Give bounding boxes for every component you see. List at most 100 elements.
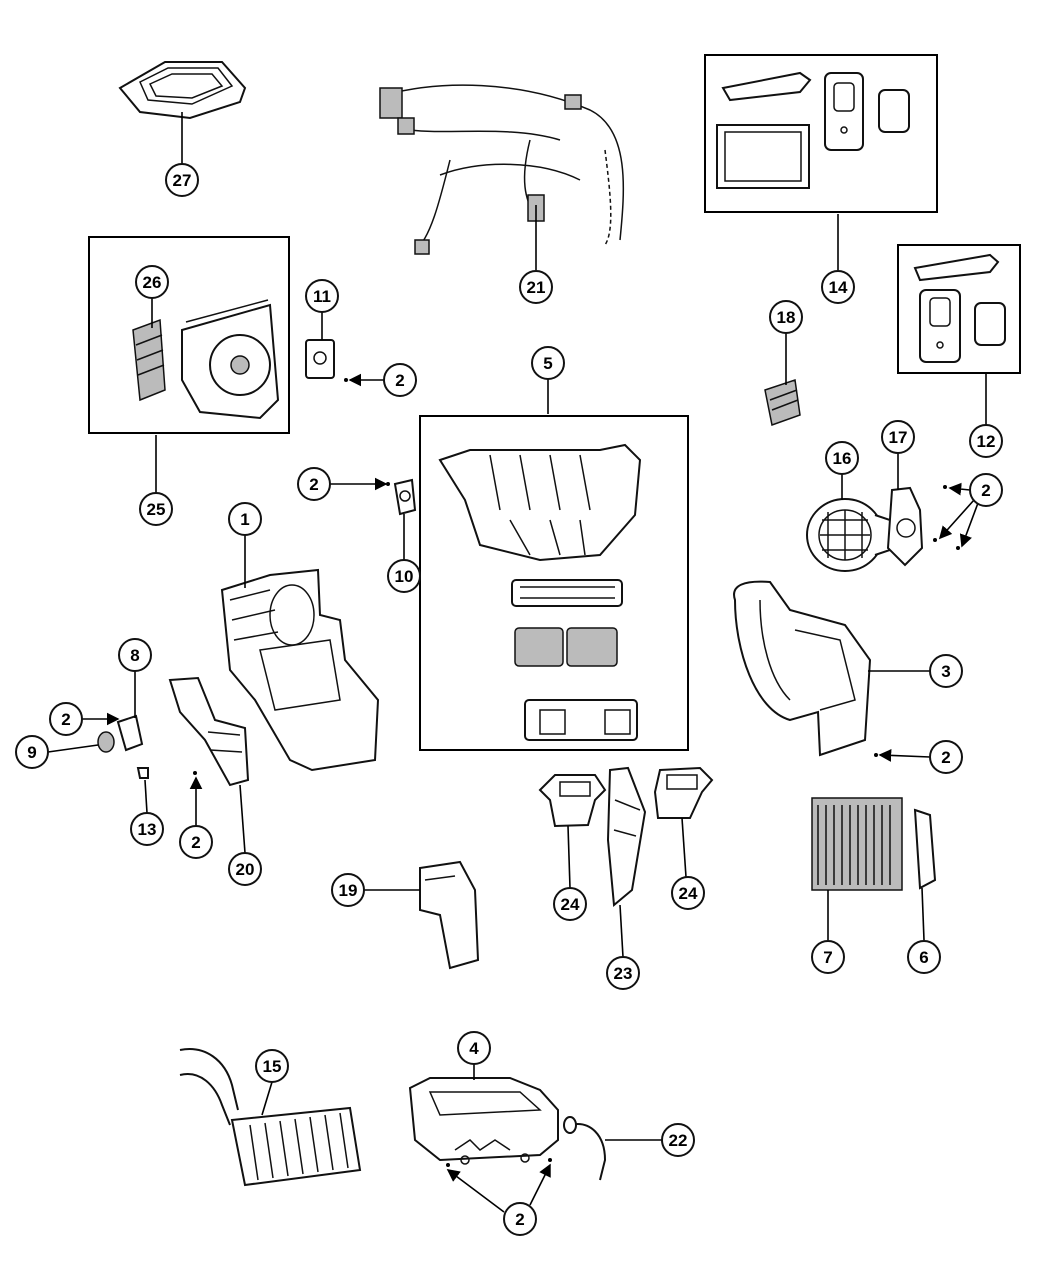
callout-label: 16 [833,449,852,468]
callout-6: 6 [907,940,941,974]
callout-2-b: 2 [297,467,331,501]
callout-label: 25 [147,500,166,519]
callout-label: 4 [469,1039,479,1058]
duct-part-19 [419,860,480,970]
kit-box-5 [419,415,689,751]
screw-markers [193,378,960,1167]
motor-bracket-part-17 [886,486,924,567]
hvac-case-components-5 [438,443,642,741]
callout-label: 2 [981,481,990,500]
callout-label: 17 [889,428,908,447]
callout-1: 1 [228,502,262,536]
seal-gasket-part [118,61,247,120]
callout-12: 12 [969,424,1003,458]
callout-label: 24 [679,884,698,903]
duct-part-20 [168,676,250,787]
vent-duct-part-23 [606,766,647,907]
callout-5: 5 [531,346,565,380]
gear-part-9 [97,731,115,753]
callout-24-right: 24 [671,876,705,910]
callout-7: 7 [811,940,845,974]
callout-label: 24 [561,895,580,914]
callout-18: 18 [769,300,803,334]
callout-27: 27 [165,163,199,197]
callout-25: 25 [139,492,173,526]
mode-door-actuator-part-11 [305,339,335,379]
callout-19: 19 [331,873,365,907]
wiring-harness-part [379,84,625,255]
callout-24-left: 24 [553,887,587,921]
callout-2-e: 2 [49,702,83,736]
callout-9: 9 [15,735,49,769]
blower-housing-part-3 [733,580,872,757]
actuator-part-10 [393,478,417,516]
callout-label: 2 [515,1210,524,1229]
callout-label: 10 [395,567,414,586]
callout-label: 8 [130,646,139,665]
filter-door-part-6 [913,808,937,890]
lower-case-part-4 [408,1077,559,1165]
callout-2-d: 2 [929,740,963,774]
callout-8: 8 [118,638,152,672]
callout-label: 20 [236,860,255,879]
callout-15: 15 [255,1049,289,1083]
callout-26: 26 [135,265,169,299]
callout-label: 22 [669,1131,688,1150]
callout-label: 15 [263,1057,282,1076]
callout-label: 13 [138,820,157,839]
blower-resistor-part-18 [764,379,801,426]
blower-motor-part-16 [806,498,891,572]
callout-3: 3 [929,654,963,688]
callout-label: 2 [191,833,200,852]
drain-hose-part-22 [563,1116,607,1181]
hvac-housing-part-1 [220,568,380,772]
callout-label: 21 [527,278,546,297]
callout-label: 14 [829,278,848,297]
actuator-part-8 [116,714,144,752]
callout-label: 27 [173,171,192,190]
callout-label: 2 [941,748,950,767]
vent-door-part-24-right [653,766,714,819]
callout-2-f: 2 [179,825,213,859]
callout-label: 19 [339,881,358,900]
callout-20: 20 [228,852,262,886]
callout-11: 11 [305,279,339,313]
kit-box-14 [704,54,938,213]
callout-2-g: 2 [503,1202,537,1236]
callout-label: 23 [614,964,633,983]
filter-kit-parts-14 [716,71,910,189]
leader-lines [47,112,987,1213]
clip-part-13 [136,767,149,779]
callout-23: 23 [606,956,640,990]
callout-label: 2 [309,475,318,494]
filter-door-parts-12 [913,253,1006,363]
callout-4: 4 [457,1031,491,1065]
callout-10: 10 [387,559,421,593]
callout-label: 7 [823,948,832,967]
callout-16: 16 [825,441,859,475]
callout-17: 17 [881,420,915,454]
callout-22: 22 [661,1123,695,1157]
kit-box-25 [88,236,290,434]
callout-label: 9 [27,743,36,762]
callout-label: 1 [240,510,249,529]
callout-14: 14 [821,270,855,304]
callout-label: 3 [941,662,950,681]
callout-label: 2 [61,710,70,729]
callout-label: 5 [543,354,552,373]
vent-door-part-24-left [538,774,607,828]
heater-core-part-15 [179,1048,362,1187]
callout-label: 6 [919,948,928,967]
callout-label: 2 [395,371,404,390]
callout-21: 21 [519,270,553,304]
callout-label: 26 [143,273,162,292]
callout-13: 13 [130,812,164,846]
cabin-filter-part-7 [811,797,903,891]
callout-label: 11 [313,287,331,306]
callout-2-a: 2 [383,363,417,397]
kit-box-12 [897,244,1021,374]
callout-label: 12 [977,432,996,451]
callout-2-c: 2 [969,473,1003,507]
callout-label: 18 [777,308,796,327]
